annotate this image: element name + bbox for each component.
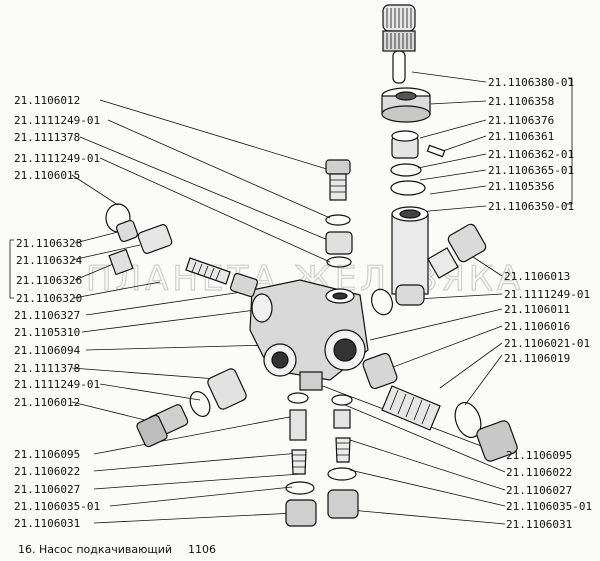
pump-cylinder	[391, 206, 429, 306]
banjo-bolt-top	[325, 159, 351, 201]
part-label: 21.1106027	[506, 484, 572, 497]
part-label: 21.1106035-01	[506, 500, 592, 513]
part-label: 21.1106327	[14, 309, 80, 322]
part-label: 21.1106012	[14, 396, 80, 409]
part-label: 21.1106365-01	[488, 164, 574, 177]
part-label: 21.1106362-01	[488, 148, 574, 161]
part-label: 21.1106035-01	[14, 500, 100, 513]
part-label: 21.1106358	[488, 95, 554, 108]
labels-right: 21.1106380-01 21.1106358 21.1106376 21.1…	[488, 76, 592, 531]
part-label: 21.1106324	[16, 254, 83, 267]
part-label: 21.1106350-01	[488, 200, 574, 213]
parts	[105, 4, 518, 527]
labels-left: 21.1106012 21.1111249-01 21.1111378 21.1…	[14, 94, 100, 530]
caption-code: 1106	[188, 543, 216, 556]
part-label: 21.1106027	[14, 483, 80, 496]
part-label: 21.1106095	[506, 449, 572, 462]
part-label: 21.1106022	[506, 466, 572, 479]
part-label: 21.1106016	[504, 320, 570, 333]
part-label: 21.1106361	[488, 130, 554, 143]
part-label: 21.1106019	[504, 352, 570, 365]
part-label: 21.1111249-01	[14, 152, 100, 165]
part-label: 21.1105356	[488, 180, 554, 193]
part-label: 21.1111249-01	[14, 378, 100, 391]
part-label: 21.1111378	[14, 131, 80, 144]
part-label: 21.1106031	[506, 518, 572, 531]
part-label: 21.1111249-01	[14, 114, 100, 127]
part-label: 21.1106011	[504, 303, 570, 316]
part-label: 21.1106094	[14, 344, 81, 357]
part-label: 21.1106015	[14, 169, 80, 182]
part-label: 21.1106021-01	[504, 337, 590, 350]
part-label: 21.1106095	[14, 448, 80, 461]
part-label: 21.1106320	[16, 292, 82, 305]
part-label: 21.1105310	[14, 326, 80, 339]
part-label: 21.1111249-01	[504, 288, 590, 301]
part-label: 21.1106012	[14, 94, 80, 107]
part-label: 21.1106326	[16, 274, 82, 287]
part-label: 21.1106022	[14, 465, 80, 478]
part-label: 21.1111378	[14, 362, 80, 375]
part-label: 21.1106013	[504, 270, 570, 283]
part-label: 21.1106328	[16, 237, 82, 250]
pump-body	[249, 279, 369, 391]
hand-pump-knob	[382, 4, 416, 84]
part-label: 21.1106380-01	[488, 76, 574, 89]
part-label: 21.1106031	[14, 517, 80, 530]
caption: 16. Насос подкачивающий 1106	[18, 543, 216, 556]
caption-text: 16. Насос подкачивающий	[18, 543, 172, 556]
part-label: 21.1106376	[488, 114, 554, 127]
nut-part	[381, 87, 431, 123]
leader-lines	[9, 71, 573, 525]
